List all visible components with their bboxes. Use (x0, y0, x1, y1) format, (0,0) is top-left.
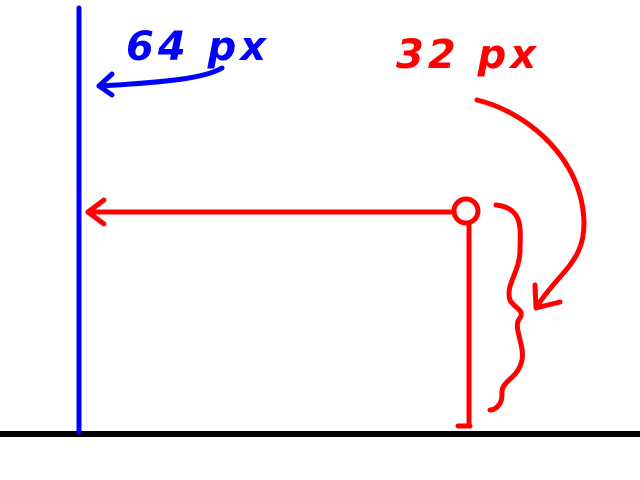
red-curved-arrow (474, 97, 587, 308)
blue-arrow (96, 65, 225, 89)
blue-arrow-head (96, 71, 115, 98)
blue-distance-label: 64 px (126, 24, 270, 70)
red-arrow-head (85, 197, 107, 227)
red-curved-arrow-head (532, 282, 563, 311)
red-curly-brace (487, 202, 525, 413)
red-distance-label: 32 px (396, 32, 540, 78)
red-point-circle (451, 196, 481, 226)
